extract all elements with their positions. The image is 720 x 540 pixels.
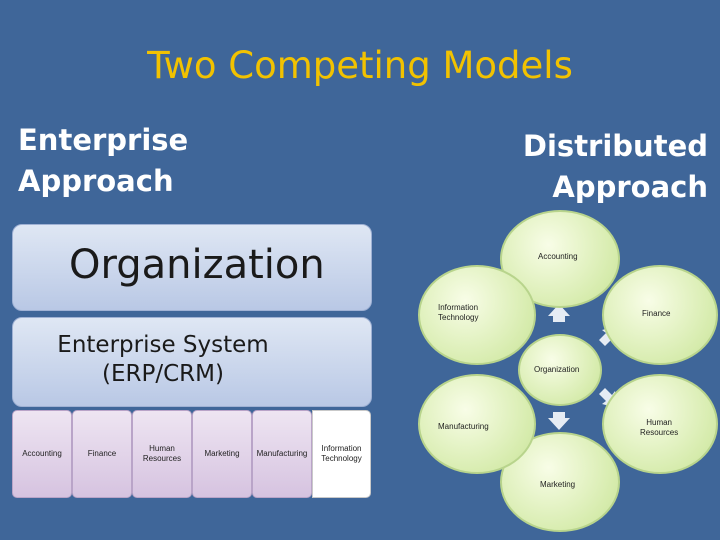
function-cell-label: Human [149,444,175,453]
enterprise-approach-heading: Enterprise Approach [18,120,188,202]
node-accounting-label: Accounting [538,252,578,261]
node-it-line2: Technology [438,313,479,322]
enterprise-system-line1: Enterprise System [57,332,269,358]
function-cell-finance: Finance [72,410,132,498]
function-cell-label-2: Technology [321,454,362,463]
node-manufacturing-label: Manufacturing [438,422,489,431]
node-hr-label: Human Resources [640,418,678,438]
function-cell-label: Marketing [204,449,240,458]
distributed-approach-heading: Distributed Approach [523,126,708,208]
distributed-heading-line2: Approach [552,170,708,204]
node-finance-label: Finance [642,309,671,318]
enterprise-heading-line1: Enterprise [18,123,189,157]
enterprise-system-bar: Enterprise System (ERP/CRM) [12,317,372,407]
enterprise-system-label: Enterprise System (ERP/CRM) [13,331,313,389]
function-cell-label-2: Resources [142,454,182,463]
function-cell-label: Information [321,444,362,453]
node-organization-center: Organization [518,334,602,406]
node-hr-line1: Human [646,418,673,427]
function-cell-label: Accounting [22,449,62,458]
enterprise-system-line2: (ERP/CRM) [102,361,224,387]
function-cell-label: Finance [87,449,117,458]
node-it-line1: Information [438,303,479,312]
node-hr-line2: Resources [640,428,679,437]
distributed-heading-line1: Distributed [522,129,708,163]
arrow-up-icon [548,304,570,322]
enterprise-heading-line2: Approach [18,164,174,198]
node-information-technology: Information Technology [418,265,536,365]
function-cell-accounting: Accounting [12,410,72,498]
arrow-down-icon [548,412,570,430]
node-marketing: Marketing [500,432,620,532]
slide-title: Two Competing Models [147,44,573,87]
node-it-label: Information Technology [438,303,478,323]
node-manufacturing: Manufacturing [418,374,536,474]
function-cell-label: Manufacturing [256,449,308,458]
function-cell-manufacturing: Manufacturing [252,410,312,498]
organization-bar-label: Organization [69,242,325,288]
function-cell-marketing: Marketing [192,410,252,498]
node-human-resources: Human Resources [602,374,718,474]
organization-bar: Organization [12,224,372,311]
node-organization-label: Organization [534,365,580,374]
node-marketing-label: Marketing [540,480,576,489]
node-finance: Finance [602,265,718,365]
